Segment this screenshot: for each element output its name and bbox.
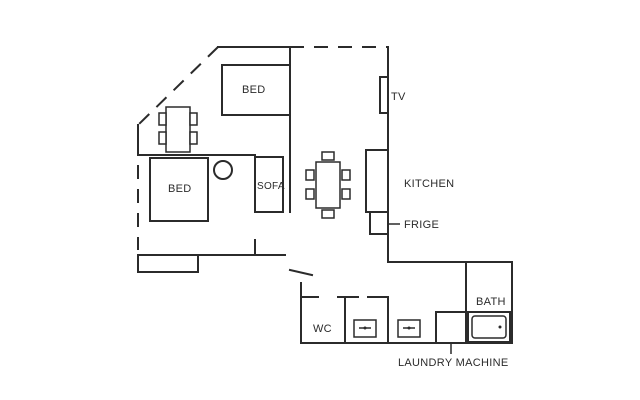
laundry-machine xyxy=(435,311,467,344)
kitchen-label: KITCHEN xyxy=(404,178,454,190)
fridge xyxy=(369,211,389,235)
small-dining-set xyxy=(158,106,198,153)
bed-left xyxy=(149,157,209,222)
wardrobe xyxy=(137,254,199,273)
bath-label: BATH xyxy=(476,296,506,308)
round-table xyxy=(213,160,233,180)
frige-label: FRIGE xyxy=(404,219,439,231)
tv xyxy=(379,76,389,114)
interior-walls xyxy=(137,46,467,344)
bed-left-label: BED xyxy=(168,183,192,195)
dining-set xyxy=(305,151,351,219)
sofa xyxy=(254,156,284,213)
bed-top-label: BED xyxy=(242,84,266,96)
wc-label: WC xyxy=(313,323,332,335)
tv-label: TV xyxy=(391,91,406,103)
laundry-label: LAUNDRY MACHINE xyxy=(398,357,508,369)
kitchen-counter xyxy=(365,149,389,213)
sink-1 xyxy=(353,319,377,338)
sofa-label: SOFA xyxy=(257,181,285,192)
sink-2 xyxy=(397,319,421,338)
bed-top xyxy=(221,64,291,116)
